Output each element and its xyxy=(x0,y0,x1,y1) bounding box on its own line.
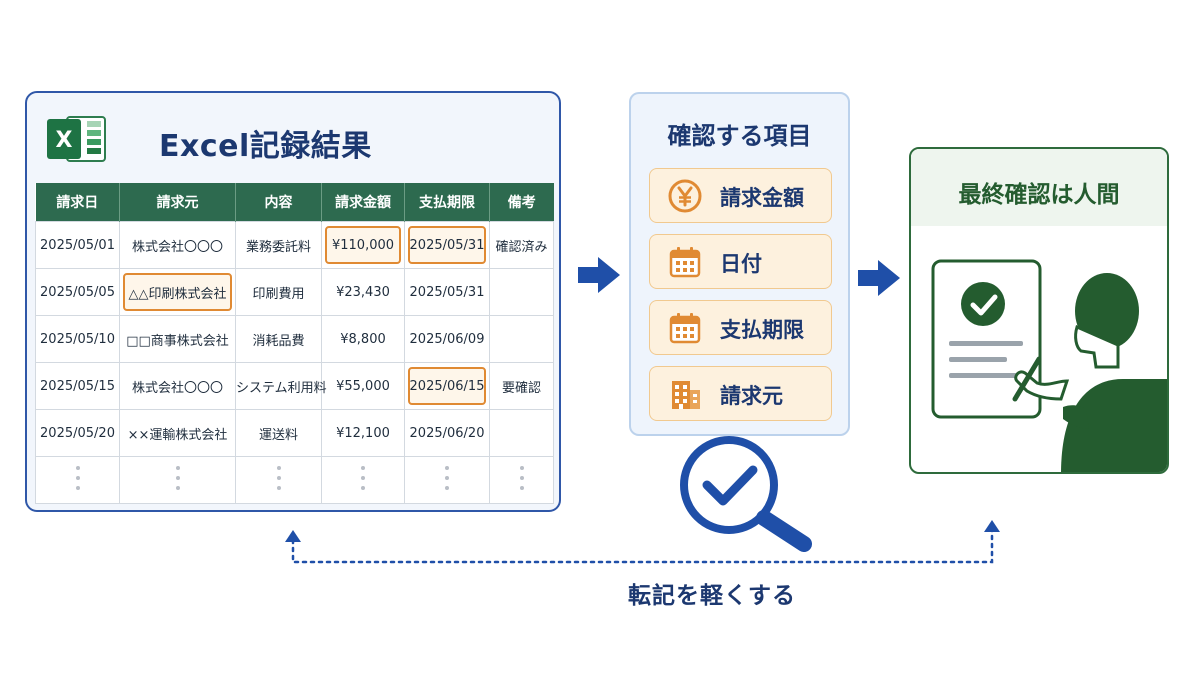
table-row: 2025/05/01 株式会社〇〇〇 業務委託料 ¥110,000 2025/0… xyxy=(35,221,554,269)
more-rows-icon xyxy=(119,456,236,504)
check-item-date: 日付 xyxy=(649,234,832,289)
table-cell: 確認済み xyxy=(489,221,554,269)
table-cell: 消耗品費 xyxy=(235,315,322,363)
arrow-right-icon xyxy=(858,260,900,296)
magnifier-check-icon xyxy=(680,436,812,552)
check-items-title: 確認する項目 xyxy=(667,122,812,150)
check-item-label: 請求元 xyxy=(720,384,783,408)
more-rows-icon xyxy=(404,456,490,504)
calendar-icon xyxy=(669,313,701,344)
table-cell: □□商事株式会社 xyxy=(119,315,236,363)
highlighted-cell: ¥110,000 xyxy=(321,221,405,269)
dotted-loop-arrow-icon xyxy=(285,520,1000,564)
more-rows-icon xyxy=(321,456,405,504)
table-row: 2025/05/05 △△印刷株式会社 印刷費用 ¥23,430 2025/05… xyxy=(35,268,554,316)
table-cell: 株式会社〇〇〇 xyxy=(119,221,236,269)
invoice-table: 請求日 請求元 内容 請求金額 支払期限 備考 2025/05/01 株式会社〇… xyxy=(35,183,554,504)
building-icon xyxy=(672,381,700,409)
check-item-label: 請求金額 xyxy=(720,186,804,210)
column-header: 備考 xyxy=(489,183,554,222)
bottom-caption: 転記を軽くする xyxy=(628,583,796,609)
table-cell: 2025/05/01 xyxy=(35,221,120,269)
table-cell: 2025/05/31 xyxy=(404,268,490,316)
excel-icon: X xyxy=(47,116,106,162)
table-cell: 要確認 xyxy=(489,362,554,410)
table-row-continuation xyxy=(35,456,554,504)
table-cell: ××運輸株式会社 xyxy=(119,409,236,457)
excel-panel: X Excel記録結果 請求日 請求元 内容 請求金額 支払期限 備考 2025… xyxy=(25,91,561,512)
check-item-label: 日付 xyxy=(720,252,762,276)
person-checking-document-icon xyxy=(931,259,1167,472)
yen-icon xyxy=(668,179,702,213)
table-cell: 2025/06/09 xyxy=(404,315,490,363)
table-cell: 業務委託料 xyxy=(235,221,322,269)
column-header: 請求元 xyxy=(119,183,236,222)
table-row: 2025/05/10 □□商事株式会社 消耗品費 ¥8,800 2025/06/… xyxy=(35,315,554,363)
table-cell: ¥23,430 xyxy=(321,268,405,316)
column-header: 支払期限 xyxy=(404,183,490,222)
table-cell: ¥55,000 xyxy=(321,362,405,410)
table-row: 2025/05/15 株式会社〇〇〇 システム利用料 ¥55,000 2025/… xyxy=(35,362,554,410)
table-row: 2025/05/20 ××運輸株式会社 運送料 ¥12,100 2025/06/… xyxy=(35,409,554,457)
table-cell: ¥8,800 xyxy=(321,315,405,363)
table-cell xyxy=(489,315,554,363)
check-items-panel: 確認する項目 請求金額 日付 支払期限 xyxy=(629,92,850,436)
column-header: 請求金額 xyxy=(321,183,405,222)
svg-text:X: X xyxy=(56,128,73,153)
highlighted-cell: 2025/05/31 xyxy=(404,221,490,269)
check-item-issuer: 請求元 xyxy=(649,366,832,421)
table-header-row: 請求日 請求元 内容 請求金額 支払期限 備考 xyxy=(35,183,554,222)
table-cell: 2025/05/15 xyxy=(35,362,120,410)
more-rows-icon xyxy=(235,456,322,504)
final-confirmation-title: 最終確認は人間 xyxy=(958,182,1120,208)
arrow-right-icon xyxy=(578,257,620,293)
table-cell: 2025/06/20 xyxy=(404,409,490,457)
table-cell: 2025/05/20 xyxy=(35,409,120,457)
excel-title: Excel記録結果 xyxy=(159,129,372,164)
more-rows-icon xyxy=(489,456,554,504)
final-confirmation-header xyxy=(911,149,1167,226)
table-cell: システム利用料 xyxy=(235,362,327,410)
table-cell: 株式会社〇〇〇 xyxy=(119,362,236,410)
table-cell: 運送料 xyxy=(235,409,322,457)
highlighted-cell: △△印刷株式会社 xyxy=(119,268,236,316)
highlighted-cell: 2025/06/15 xyxy=(404,362,490,410)
more-rows-icon xyxy=(35,456,120,504)
final-confirmation-panel: 最終確認は人間 xyxy=(909,147,1169,474)
column-header: 請求日 xyxy=(35,183,120,222)
check-item-label: 支払期限 xyxy=(720,318,804,342)
check-item-due-date: 支払期限 xyxy=(649,300,832,355)
table-cell: 2025/05/05 xyxy=(35,268,120,316)
table-cell: 2025/05/10 xyxy=(35,315,120,363)
check-item-amount: 請求金額 xyxy=(649,168,832,223)
column-header: 内容 xyxy=(235,183,322,222)
calendar-icon xyxy=(669,247,701,278)
table-cell xyxy=(489,268,554,316)
table-cell: ¥12,100 xyxy=(321,409,405,457)
table-cell: 印刷費用 xyxy=(235,268,322,316)
table-cell xyxy=(489,409,554,457)
